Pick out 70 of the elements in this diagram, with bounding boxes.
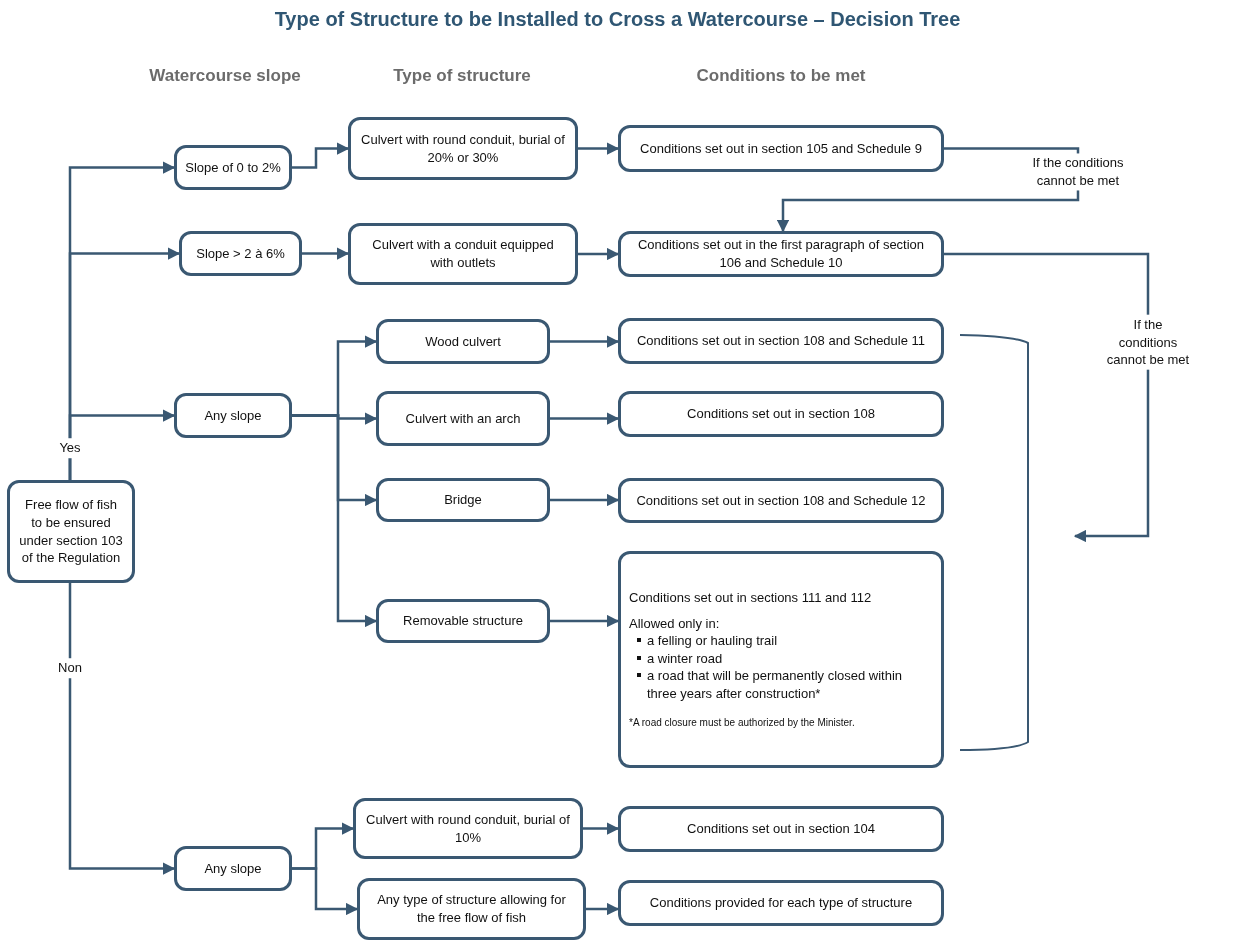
- process-box: [618, 318, 944, 364]
- arrow: [292, 867, 359, 916]
- arrow: [550, 412, 620, 425]
- box-text: Wood culvert: [425, 332, 501, 351]
- box-text: a road that will be permanently closed within three years after construction*: [647, 667, 904, 703]
- box-text: Culvert with round conduit, burial of 10%: [365, 810, 571, 847]
- box-text: Conditions set out in section 104: [687, 820, 875, 838]
- arrow: [586, 902, 620, 916]
- arrow: [583, 822, 620, 835]
- box-text: Conditions provided for each type of structure: [649, 894, 913, 912]
- process-box: [357, 878, 586, 940]
- box-text: Culvert with a conduit equipped with outlets: [371, 236, 555, 272]
- diagram-title: Type of Structure to be Installed to Cross a Watercourse – Decision Tree: [273, 8, 962, 31]
- arrow: [68, 583, 176, 875]
- arrow: [550, 614, 620, 628]
- process-box: [618, 391, 944, 437]
- box-text: Slope of 0 to 2%: [185, 158, 281, 177]
- edge-label: Non: [56, 658, 84, 678]
- arrow: [68, 409, 176, 480]
- box-text: Conditions set out in section 105 and Schedule 9: [640, 139, 922, 158]
- process-box: [348, 117, 578, 180]
- arrow: [578, 142, 620, 155]
- box-text: Conditions set out in section 108: [687, 405, 875, 423]
- box-text: Conditions set out in section 108 and Schedule 11: [636, 332, 926, 350]
- arrow: [292, 414, 378, 628]
- process-box: [618, 125, 944, 172]
- box-text: Any slope: [204, 406, 262, 425]
- process-box: [618, 231, 944, 277]
- box-text: Any slope: [204, 859, 262, 878]
- box-text: Bridge: [444, 491, 482, 509]
- process-box: [353, 798, 583, 859]
- process-box: [618, 478, 944, 523]
- process-box: [348, 223, 578, 285]
- process-box: [179, 231, 302, 276]
- box-text: Slope > 2 à 6%: [196, 244, 285, 263]
- box-text: Any type of structure allowing for the free flow of fish: [376, 891, 567, 927]
- process-box: [174, 145, 292, 190]
- process-box: [174, 846, 292, 891]
- process-box: [376, 319, 550, 364]
- process-box: [376, 478, 550, 522]
- edge-label: If the conditions cannot be met: [1104, 314, 1192, 370]
- box-text: Removable structure: [403, 612, 523, 630]
- arrow: [550, 335, 620, 348]
- process-box: [618, 806, 944, 852]
- box-text: *A road closure must be authorized by the Minister.: [629, 716, 855, 730]
- column-heading: Conditions to be met: [696, 66, 866, 86]
- process-box: [376, 599, 550, 643]
- edge-label: Yes: [57, 438, 83, 458]
- column-heading: Type of structure: [393, 66, 531, 86]
- box-text: Conditions set out in sections 111 and 112: [629, 589, 872, 607]
- box-text: a felling or hauling trail: [647, 632, 778, 650]
- process-box: [376, 391, 550, 446]
- arrow: [302, 247, 350, 260]
- process-box: [7, 480, 135, 583]
- arrow: [550, 493, 620, 507]
- arrow: [292, 142, 350, 169]
- box-text: Allowed only in:: [629, 614, 720, 633]
- box-text: Culvert with an arch: [405, 409, 521, 428]
- arrow: [776, 147, 1080, 233]
- process-box: [618, 551, 944, 768]
- process-box: [618, 880, 944, 926]
- box-text: Conditions set out in the first paragraph of section 106 and Schedule 10: [636, 236, 926, 272]
- arrow: [578, 247, 620, 261]
- box-text: Conditions set out in section 108 and Schedule 12: [636, 491, 926, 510]
- box-text: a winter road: [647, 649, 723, 668]
- box-text: Culvert with round conduit, burial of 20% or 30%: [360, 130, 566, 167]
- column-heading: Watercourse slope: [149, 66, 301, 86]
- box-text: Free flow of fish to be ensured under section 103 of the Regulation: [18, 496, 124, 567]
- arrow: [944, 252, 1150, 543]
- process-box: [174, 393, 292, 438]
